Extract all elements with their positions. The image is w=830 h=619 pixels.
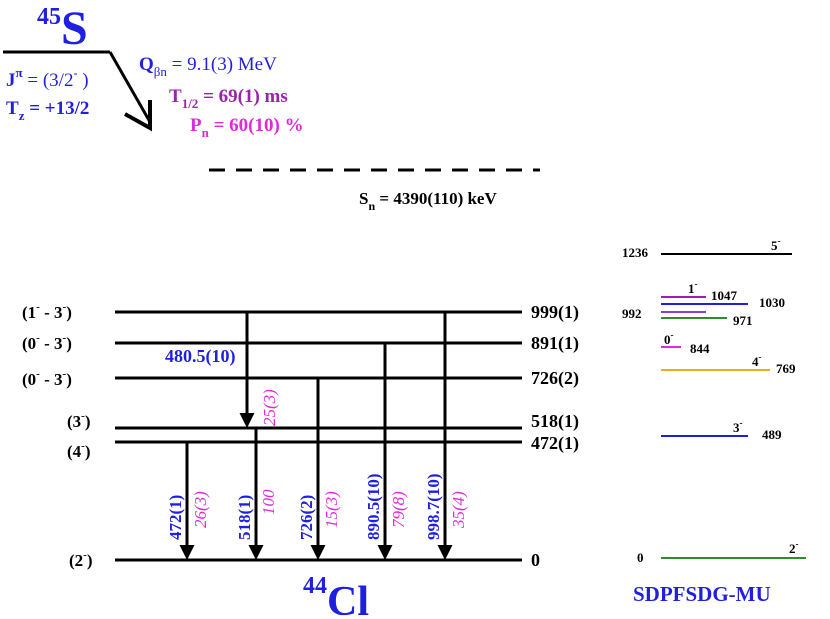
level-energy-label: 472(1) — [531, 433, 579, 454]
level-spin-label: (1- - 3-) — [22, 301, 72, 322]
gamma-energy-label: 518(1) — [235, 495, 254, 540]
theory-energy-label: 0 — [637, 550, 644, 565]
theory-energy-label: 769 — [776, 361, 796, 376]
theory-spin-label: 2- — [789, 539, 799, 556]
gamma-energy-label: 726(2) — [297, 495, 316, 540]
theory-spin-label: 1- — [688, 279, 698, 296]
theory-spin-label: 3- — [733, 418, 743, 435]
level-energy-label: 0 — [531, 550, 540, 570]
gamma-intensity-label: 79(8) — [389, 491, 408, 528]
gamma-energy-label: 480.5(10) — [165, 346, 236, 367]
gamma-intensity-label: 100 — [259, 489, 278, 515]
q-value: Qβn = 9.1(3) MeV — [139, 54, 277, 79]
neutron-emission-probability: Pn = 60(10) % — [190, 115, 304, 140]
experimental-levels: (1- - 3-) (0- - 3-) (0- - 3-) (3-) (4-) … — [22, 301, 579, 570]
beta-decay-arrow — [108, 51, 152, 123]
neutron-separation-label: Sn = 4390(110) keV — [359, 189, 497, 213]
gamma-intensity-label: 15(3) — [322, 491, 341, 528]
parent-nucleus: 45S Jπ = (3/2- ) Tz = +13/2 Qβn = 9.1(3)… — [3, 2, 304, 140]
gamma-transitions: 472(1) 26(3) 518(1) 100 726(2) 15(3) 890… — [165, 312, 468, 560]
gamma-energy-label: 472(1) — [166, 495, 185, 540]
theory-energy-label: 1030 — [759, 295, 785, 310]
theory-spin-label: 5- — [771, 236, 781, 253]
gamma-intensity-label: 35(4) — [449, 491, 468, 529]
parent-isospin: Tz = +13/2 — [6, 98, 89, 123]
theory-energy-label: 1047 — [711, 288, 738, 303]
beta-decay-arrowhead-icon — [124, 100, 152, 132]
daughter-symbol: 44Cl — [303, 573, 369, 619]
level-spin-label: (2-) — [69, 549, 93, 570]
level-spin-label: (0- - 3-) — [22, 368, 72, 389]
level-spin-label: (0- - 3-) — [22, 332, 72, 353]
level-spin-label: (3-) — [67, 410, 91, 431]
parent-spin-parity: Jπ = (3/2- ) — [6, 65, 89, 91]
level-energy-label: 518(1) — [531, 411, 579, 432]
level-energy-label: 726(2) — [531, 368, 579, 389]
gamma-energy-label: 890.5(10) — [364, 473, 383, 540]
theory-energy-label: 971 — [733, 313, 753, 328]
theory-energy-label: 992 — [622, 306, 642, 321]
parent-symbol: 45S — [37, 2, 88, 55]
gamma-intensity-label: 25(3) — [260, 389, 279, 426]
level-spin-label: (4-) — [67, 440, 91, 461]
gamma-energy-label: 998.7(10) — [424, 473, 443, 540]
gamma-intensity-label: 26(3) — [191, 491, 210, 528]
level-energy-label: 999(1) — [531, 302, 579, 323]
theory-spin-label: 4- — [752, 352, 762, 369]
theory-energy-label: 844 — [690, 341, 710, 356]
level-energy-label: 891(1) — [531, 333, 579, 354]
theory-energy-label: 489 — [762, 427, 782, 442]
theory-levels: 1236 5- 1- 1047 1030 992 971 0- 844 4- 7… — [622, 236, 806, 606]
half-life: T1/2 = 69(1) ms — [169, 86, 288, 111]
theory-spin-label: 0- — [664, 330, 674, 347]
theory-energy-label: 1236 — [622, 245, 649, 260]
theory-title: SDPFSDG-MU — [633, 582, 771, 606]
